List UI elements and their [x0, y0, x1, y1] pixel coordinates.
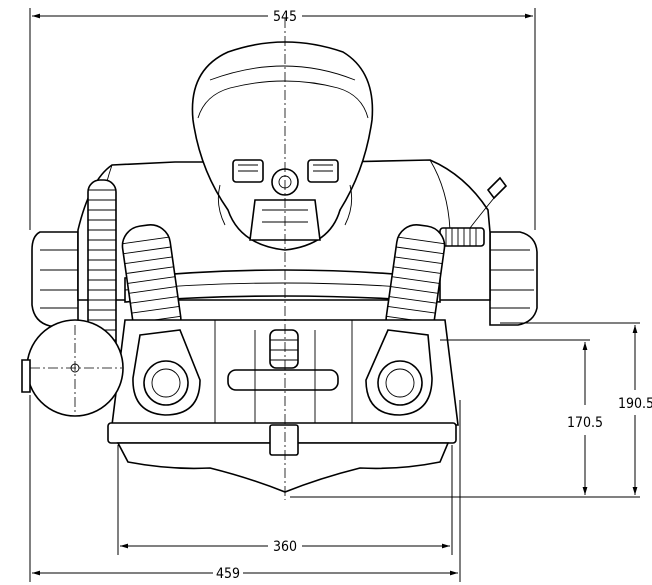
dim-base-width: 360 — [117, 445, 453, 555]
right-shroud — [489, 231, 538, 326]
dim-overall-width: 545 — [29, 8, 536, 230]
dim-mid-width-value: 459 — [216, 566, 240, 582]
dim-height-upper-value: 190.5 — [618, 396, 652, 412]
left-shroud — [31, 231, 79, 327]
engine-outline — [21, 41, 538, 493]
oil-pump — [269, 329, 299, 369]
dim-mid-width: 459 — [29, 395, 461, 582]
dim-height-lower-value: 170.5 — [567, 415, 603, 431]
dim-height-upper: 190.5 — [500, 322, 652, 495]
dim-base-width-value: 360 — [273, 539, 297, 555]
oil-filler — [486, 176, 508, 200]
manifold-pipe — [124, 269, 441, 303]
dim-height-lower: 170.5 — [290, 339, 640, 498]
dim-overall-width-value: 545 — [273, 9, 297, 25]
air-filter-dome — [191, 41, 374, 251]
